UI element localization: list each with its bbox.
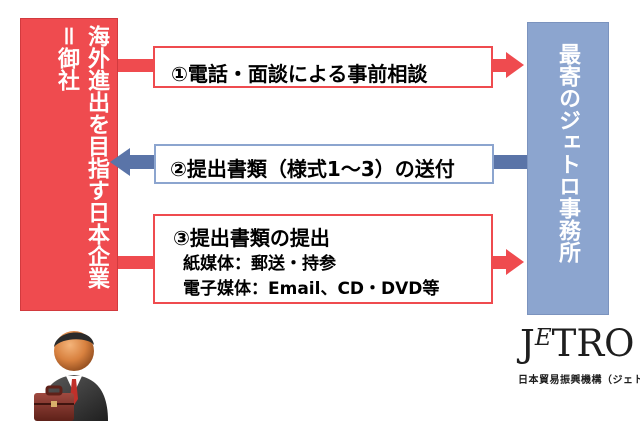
jetro-logo-subtitle: 日本貿易振興機構（ジェトロ） <box>518 375 640 386</box>
step3-arrow-head <box>506 249 524 275</box>
step1-box: ①電話・面談による事前相談 <box>153 46 493 88</box>
step2-label: ②提出書類（様式1～3）の送付 <box>170 157 455 181</box>
step3-box: ③提出書類の提出 紙媒体：郵送・持参 電子媒体：Email、CD・DVD等 <box>153 214 493 304</box>
jetro-logo-mark: JETRO <box>520 322 635 365</box>
company-column: 海外進出を目指す日本企業＝御社 <box>20 18 118 311</box>
step2-box: ②提出書類（様式1～3）の送付 <box>154 144 494 184</box>
step1-connector-left <box>118 59 154 72</box>
jetro-office-label: 最寄のジェトロ事務所 <box>555 43 580 263</box>
businessman-with-briefcase-icon <box>34 331 108 421</box>
step1-label: ①電話・面談による事前相談 <box>171 62 428 86</box>
step3-electronic-media-line: 電子媒体：Email、CD・DVD等 <box>183 279 440 299</box>
jetro-office-column: 最寄のジェトロ事務所 <box>527 22 609 315</box>
company-label: 海外進出を目指す日本企業＝御社 <box>54 25 109 289</box>
step3-connector-left <box>118 256 154 269</box>
step1-arrow-head <box>506 52 524 78</box>
step2-arrow-head <box>110 148 130 176</box>
step3-paper-media-line: 紙媒体：郵送・持参 <box>183 254 336 274</box>
step2-connector-left <box>129 155 155 169</box>
step3-label: ③提出書類の提出 <box>173 226 330 250</box>
step2-connector-right <box>494 155 527 169</box>
step3-connector-right <box>493 256 508 269</box>
step1-connector-right <box>493 59 508 72</box>
